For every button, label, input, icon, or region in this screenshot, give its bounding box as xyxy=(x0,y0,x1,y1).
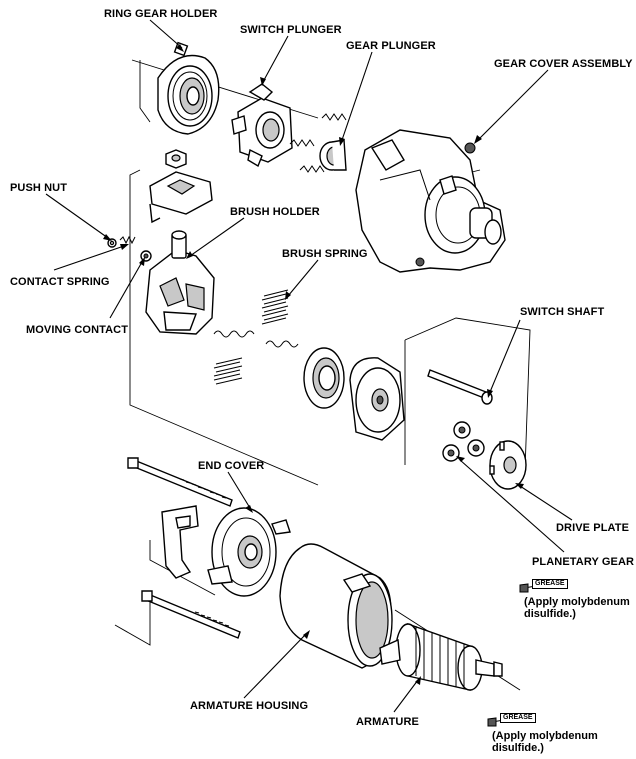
brush-plate-part xyxy=(303,347,345,409)
leader-lines xyxy=(45,19,573,713)
label-push-nut: PUSH NUT xyxy=(10,182,68,194)
label-contact-spring: CONTACT SPRING xyxy=(10,276,110,288)
label-armature-housing: ARMATURE HOUSING xyxy=(190,700,309,712)
planetary-gears-part xyxy=(442,421,485,462)
grease-note: (Apply molybdenum disulfide.) xyxy=(492,730,598,754)
brush-holder-top xyxy=(149,149,213,224)
label-planetary-gear: PLANETARY GEAR xyxy=(532,556,635,568)
label-brush-holder: BRUSH HOLDER xyxy=(230,206,320,218)
label-gear-plunger: GEAR PLUNGER xyxy=(346,40,436,52)
ring-gear-holder-part xyxy=(157,41,220,135)
label-end-cover: END COVER xyxy=(198,460,265,472)
grease-note: (Apply molybdenum disulfide.) xyxy=(524,596,630,620)
label-moving-contact: MOVING CONTACT xyxy=(26,324,129,336)
gear-cover-assembly-part xyxy=(355,129,506,273)
through-bolts-part xyxy=(127,457,241,639)
brush-springs-part xyxy=(213,289,299,385)
plunger-springs xyxy=(289,113,347,173)
label-armature: ARMATURE xyxy=(356,716,419,728)
brush-holder-part xyxy=(145,230,215,335)
label-ring-gear-holder: RING GEAR HOLDER xyxy=(104,8,218,20)
label-switch-shaft: SWITCH SHAFT xyxy=(520,306,605,318)
armature-part xyxy=(379,623,503,691)
label-brush-spring: BRUSH SPRING xyxy=(282,248,368,260)
end-plate-part xyxy=(349,357,405,441)
drive-plate-part xyxy=(489,440,527,490)
grease-tag: GREASE xyxy=(532,579,568,589)
label-drive-plate: DRIVE PLATE xyxy=(556,522,630,534)
switch-shaft-part xyxy=(427,369,493,405)
end-cover-part xyxy=(161,505,291,597)
armature-housing-part xyxy=(279,543,393,669)
grease-tag: GREASE xyxy=(500,713,536,723)
label-gear-cover-assembly: GEAR COVER ASSEMBLY xyxy=(494,58,633,70)
gear-plunger-part xyxy=(319,139,347,171)
switch-plunger-part xyxy=(231,83,293,168)
label-switch-plunger: SWITCH PLUNGER xyxy=(240,24,342,36)
